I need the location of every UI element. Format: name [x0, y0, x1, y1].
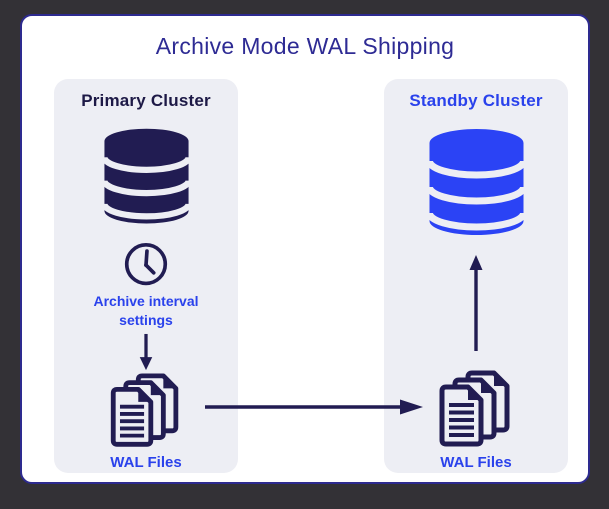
diagram-card: Archive Mode WAL Shipping Primary Cluste…: [20, 14, 590, 484]
clock-icon: [124, 243, 168, 286]
standby-database-icon: [425, 129, 527, 235]
standby-wal-files-label: WAL Files: [440, 454, 512, 471]
down-arrow-icon: [139, 333, 153, 370]
primary-cluster-panel: Primary Cluster Archive interval setting…: [54, 79, 238, 473]
standby-wal-files-icon: [439, 370, 510, 447]
diagram-title: Archive Mode WAL Shipping: [155, 33, 455, 59]
primary-cluster-title: Primary Cluster: [81, 91, 211, 110]
right-arrow-icon: [205, 399, 423, 415]
standby-cluster-title: Standby Cluster: [409, 91, 543, 110]
primary-wal-files-label: WAL Files: [110, 454, 182, 472]
archive-interval-label: Archive interval settings: [93, 293, 199, 328]
up-arrow-icon: [469, 255, 483, 351]
primary-wal-files-icon: [110, 373, 179, 448]
primary-database-icon: [100, 128, 192, 224]
